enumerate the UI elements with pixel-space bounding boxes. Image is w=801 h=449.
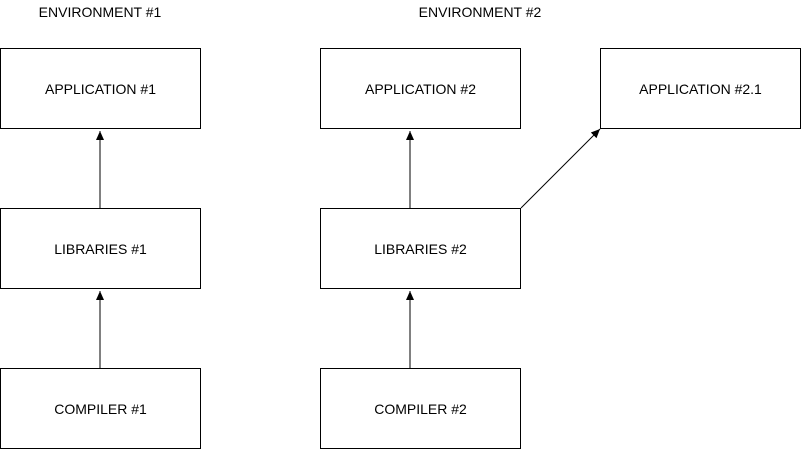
application-2-1-node: APPLICATION #2.1 xyxy=(600,48,801,129)
libraries-2-node: LIBRARIES #2 xyxy=(320,208,521,289)
application-1-label: APPLICATION #1 xyxy=(44,80,156,97)
environment-1-title: ENVIRONMENT #1 xyxy=(38,4,162,20)
application-1-node: APPLICATION #1 xyxy=(0,48,201,129)
libraries-1-node: LIBRARIES #1 xyxy=(0,208,201,289)
compiler-2-label: COMPILER #2 xyxy=(374,400,467,417)
application-2-label: APPLICATION #2 xyxy=(364,80,476,97)
application-2-node: APPLICATION #2 xyxy=(320,48,521,129)
libraries-2-label: LIBRARIES #2 xyxy=(374,240,467,257)
libraries-1-label: LIBRARIES #1 xyxy=(54,240,147,257)
compiler-2-node: COMPILER #2 xyxy=(320,368,521,449)
compiler-1-node: COMPILER #1 xyxy=(0,368,201,449)
edge-libraries2-application2-1 xyxy=(520,128,601,209)
environment-2-title: ENVIRONMENT #2 xyxy=(418,4,542,20)
compiler-1-label: COMPILER #1 xyxy=(54,400,147,417)
application-2-1-label: APPLICATION #2.1 xyxy=(639,80,762,97)
